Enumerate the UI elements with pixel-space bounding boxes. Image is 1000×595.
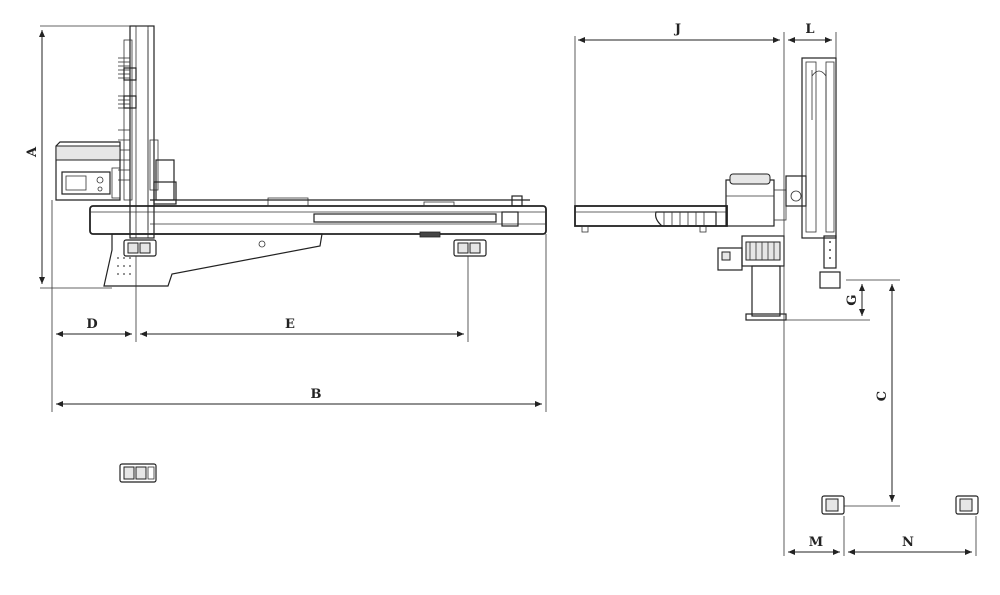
dim-label-A: A xyxy=(25,146,40,158)
dim-label-C: C xyxy=(875,391,890,401)
dim-label-M: M xyxy=(809,535,823,550)
dim-label-L: L xyxy=(805,22,814,37)
gripper-left xyxy=(123,239,157,257)
dim-label-B: B xyxy=(311,387,322,402)
support-bracket xyxy=(103,233,323,287)
dim-label-N: N xyxy=(902,535,914,550)
dim-label-J: J xyxy=(674,22,681,37)
front-view xyxy=(39,25,547,483)
horizontal-beam xyxy=(89,195,547,238)
dim-label-G: G xyxy=(845,294,860,305)
side-lower-unit xyxy=(717,235,787,321)
side-view xyxy=(574,32,979,556)
side-gripper-left xyxy=(821,495,845,515)
gripper-symbol xyxy=(119,463,157,483)
dim-label-D: D xyxy=(86,317,97,332)
side-mast xyxy=(801,57,841,289)
side-gripper-right xyxy=(955,495,979,515)
gripper-right xyxy=(453,239,487,257)
side-carriage xyxy=(725,173,807,227)
control-box xyxy=(55,141,121,201)
side-arm xyxy=(574,205,728,233)
dim-label-E: E xyxy=(285,317,295,332)
